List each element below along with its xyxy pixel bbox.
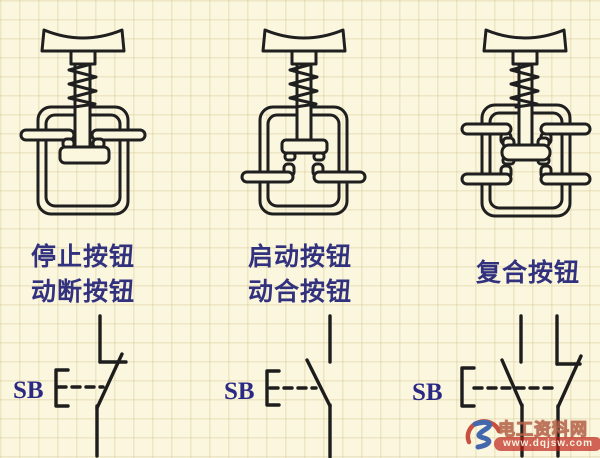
spring (288, 61, 319, 109)
upper-terminal-left (460, 122, 513, 136)
watermark-logo (465, 419, 502, 450)
contact-blade (95, 352, 124, 410)
label-stop-button: 停止按钮 动断按钮 (7, 240, 159, 310)
logo-blue-swoosh (472, 419, 492, 450)
label-compound-button: 复合按钮 (452, 256, 600, 291)
label-line: 复合按钮 (475, 259, 580, 287)
spring (67, 61, 98, 109)
terminal-left (240, 170, 295, 184)
actuator-bracket (265, 369, 281, 407)
label-line: 启动按钮 (247, 243, 352, 271)
button-cap (482, 28, 568, 53)
upper-terminal-right (539, 122, 592, 136)
sb-designator: SB (13, 377, 44, 404)
label-line: 停止按钮 (30, 243, 135, 271)
no-contact-blade (500, 358, 524, 408)
sb-designator: SB (224, 378, 255, 405)
contact-bridge (500, 143, 552, 162)
sb-designator: SB (412, 379, 443, 406)
label-start-button: 启动按钮 动合按钮 (224, 240, 376, 310)
button-cap (261, 28, 347, 53)
contact-bridge (280, 138, 329, 155)
nc-contact-symbol: SB (13, 314, 128, 458)
no-contact-symbol: SB (224, 314, 332, 458)
spring (509, 61, 540, 109)
bridge-foot-right (312, 151, 326, 162)
actuator-bracket (460, 366, 476, 408)
label-line: 动合按钮 (247, 278, 352, 306)
button-cap (40, 28, 126, 53)
bridge-foot-left (283, 151, 297, 162)
nc-contact-blade (556, 354, 583, 409)
watermark-url: www.dqjsw.com (494, 437, 600, 451)
actuator-bracket (54, 368, 70, 408)
contact-bridge (58, 145, 111, 165)
stop-button-mechanism-drawing (19, 28, 147, 216)
lower-terminal-right (539, 172, 592, 186)
compound-button-mechanism-drawing (460, 28, 592, 218)
contact-blade (305, 358, 332, 408)
lower-terminal-left (460, 172, 513, 186)
watermark-site-name: 电工资料网 (498, 420, 588, 440)
watermark: 电工资料网 www.dqjsw.com (464, 406, 600, 458)
terminal-right (312, 170, 367, 184)
start-button-mechanism-drawing (240, 28, 367, 216)
label-line: 动断按钮 (30, 278, 135, 306)
terminal-right (90, 128, 147, 142)
